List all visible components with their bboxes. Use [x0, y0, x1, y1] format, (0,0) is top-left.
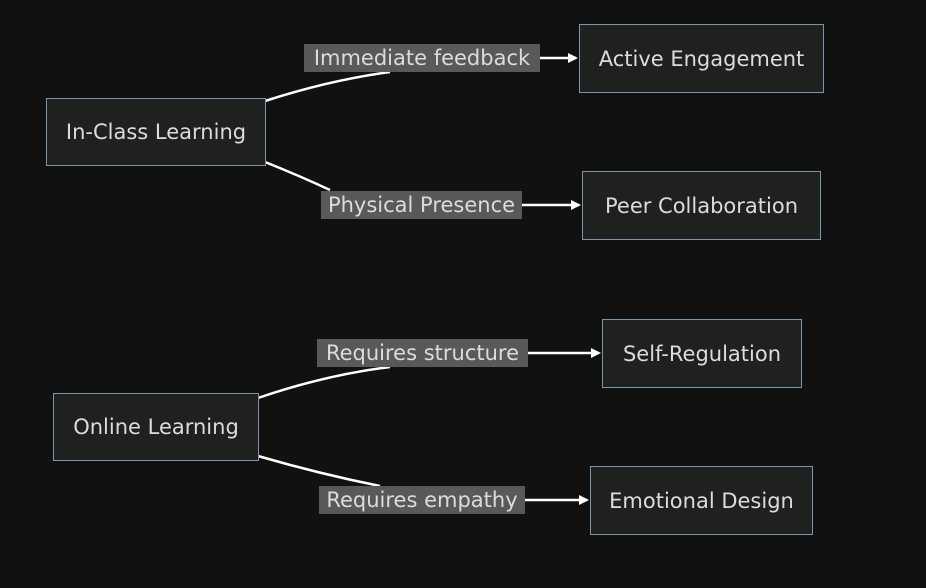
- edge-label-immediate-feedback: Immediate feedback: [304, 44, 540, 72]
- node-peer-collaboration[interactable]: Peer Collaboration: [582, 171, 821, 240]
- edge-label-requires-structure: Requires structure: [317, 339, 528, 367]
- node-active-engagement[interactable]: Active Engagement: [579, 24, 824, 93]
- edge-online-to-self-regulation: [257, 365, 391, 400]
- edge-label-requires-empathy: Requires empathy: [319, 486, 525, 514]
- edge-online-to-emotional-design: [257, 454, 381, 488]
- edge-label-physical-presence: Physical Presence: [321, 191, 522, 219]
- edge-in-class-to-peer-collaboration: [264, 160, 331, 192]
- node-in-class-learning[interactable]: In-Class Learning: [46, 98, 266, 166]
- edge-in-class-to-active-engagement: [264, 70, 391, 103]
- node-emotional-design[interactable]: Emotional Design: [590, 466, 813, 535]
- node-online-learning[interactable]: Online Learning: [53, 393, 259, 461]
- node-self-regulation[interactable]: Self-Regulation: [602, 319, 802, 388]
